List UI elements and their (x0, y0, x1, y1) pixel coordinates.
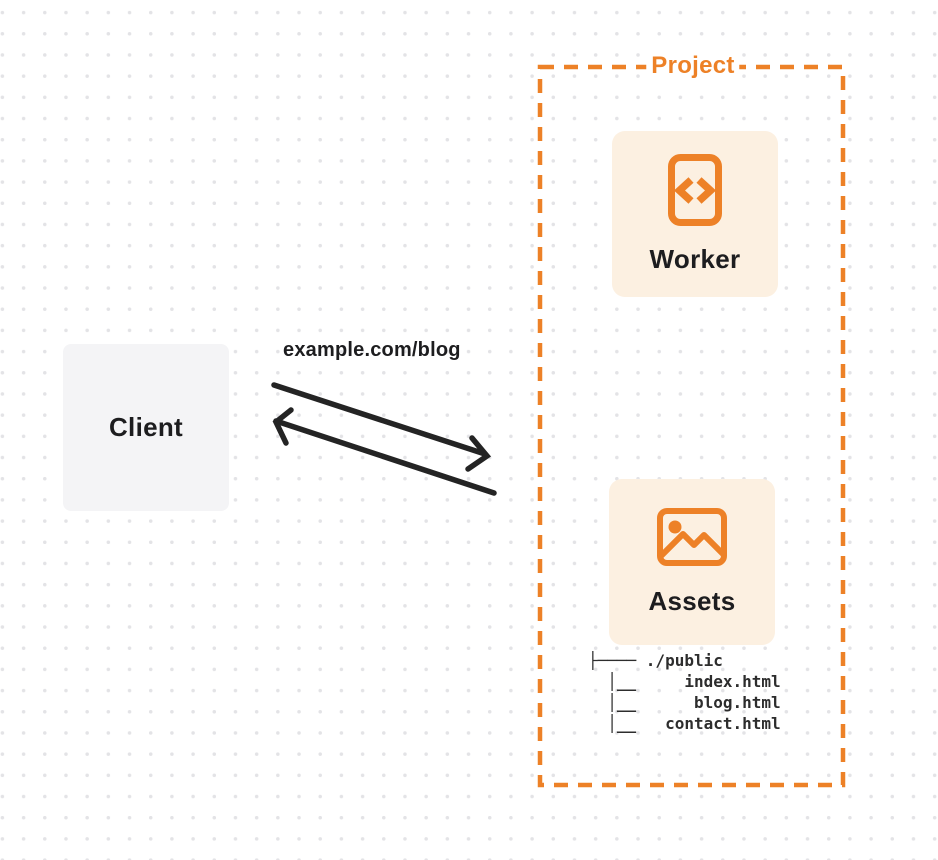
project-label: Project (646, 52, 740, 80)
tree-line: │__ contact.html (588, 714, 781, 733)
assets-label: Assets (648, 585, 736, 616)
request-url-label: example.com/blog (283, 339, 461, 361)
client-node: Client (63, 344, 229, 511)
assets-file-tree: ├──── ./public │__ index.html │__ blog.h… (588, 650, 781, 734)
worker-label: Worker (649, 243, 741, 274)
response-arrow (272, 407, 497, 496)
tree-line: ├──── ./public (588, 651, 723, 670)
tree-line: │__ blog.html (588, 693, 781, 712)
code-document-icon (668, 153, 722, 226)
client-label: Client (108, 412, 184, 442)
assets-node: Assets (609, 479, 775, 645)
worker-node: Worker (612, 131, 778, 297)
request-arrow (271, 382, 492, 472)
tree-line: │__ index.html (588, 672, 781, 691)
image-icon (657, 507, 727, 566)
